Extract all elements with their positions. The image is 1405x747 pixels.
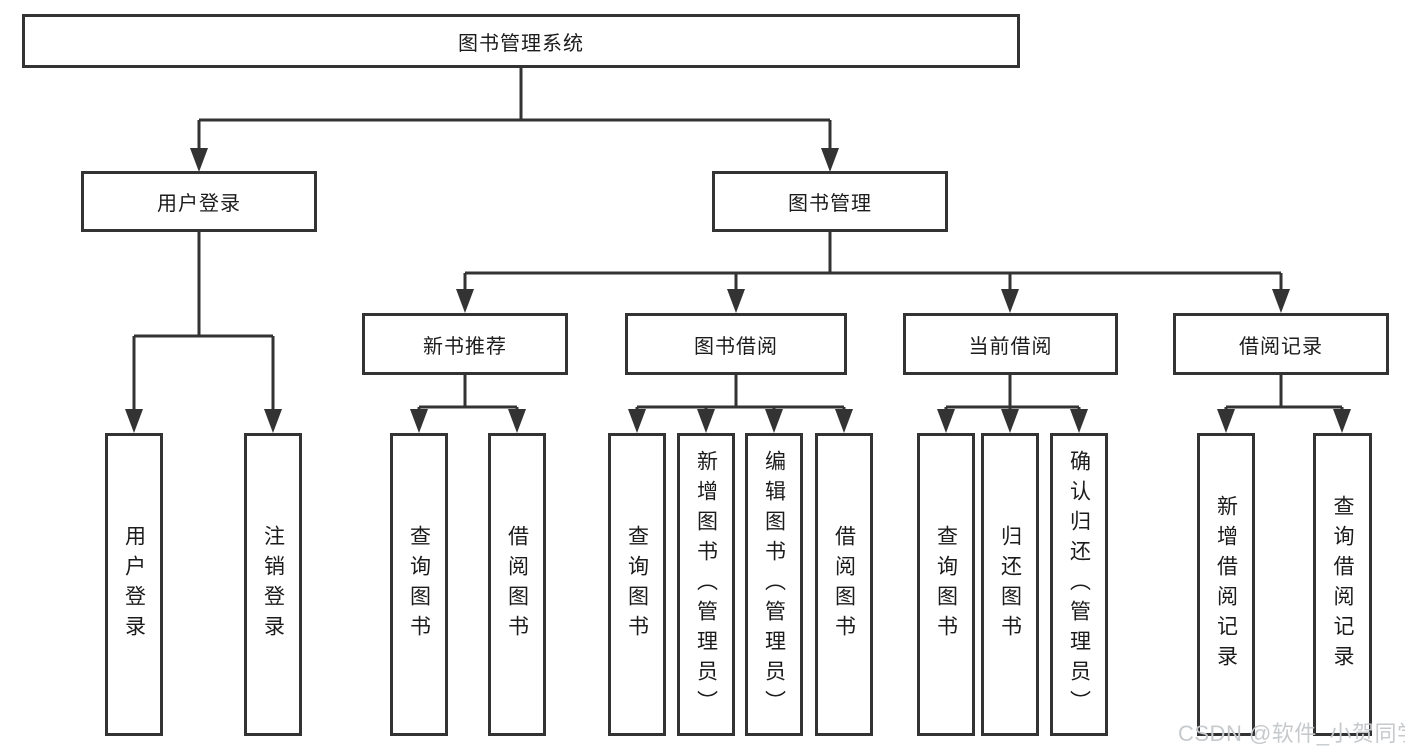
connector-borrowing-to-leaves [635, 375, 846, 412]
leaf-nb-query: 查询图书 [390, 433, 448, 736]
leaf-bb-edit-label: 编辑图书（管理员） [762, 449, 786, 720]
arrowhead-records [1272, 289, 1290, 313]
leaf-bb-query: 查询图书 [608, 433, 666, 736]
leaf-br-add: 新增借阅记录 [1197, 433, 1255, 736]
node-new-books: 新书推荐 [362, 313, 568, 375]
arrowhead-br-query [1333, 409, 1351, 433]
arrowhead-new-books [456, 289, 474, 313]
leaf-user-login-label: 用户登录 [122, 524, 146, 645]
leaf-bb-edit: 编辑图书（管理员） [745, 433, 803, 736]
arrowhead-current [1001, 289, 1019, 313]
arrowhead-book-mgmt [821, 148, 839, 172]
node-new-books-label: 新书推荐 [423, 335, 507, 358]
leaf-bb-add: 新增图书（管理员） [677, 433, 735, 736]
node-root-label: 图书管理系统 [458, 32, 584, 55]
leaf-cb-query: 查询图书 [917, 433, 975, 736]
leaf-br-add-label: 新增借阅记录 [1214, 494, 1238, 675]
leaf-cb-confirm-label: 确认归还（管理员） [1067, 449, 1091, 720]
arrowhead-borrowing [727, 289, 745, 313]
leaf-cb-query-label: 查询图书 [934, 524, 958, 645]
leaf-bb-borrow: 借阅图书 [815, 433, 873, 736]
arrowhead-leaf-logout [264, 409, 282, 433]
arrowhead-user-login [190, 148, 208, 172]
connector-current-to-leaves [944, 375, 1081, 412]
leaf-logout-label: 注销登录 [261, 524, 285, 645]
leaf-nb-query-label: 查询图书 [407, 524, 431, 645]
arrowhead-bb-add [697, 409, 715, 433]
node-user-login: 用户登录 [81, 171, 317, 232]
arrowhead-br-add [1217, 409, 1235, 433]
leaf-logout: 注销登录 [244, 433, 302, 736]
leaf-cb-confirm: 确认归还（管理员） [1050, 433, 1108, 736]
leaf-nb-borrow-label: 借阅图书 [505, 524, 529, 645]
leaf-cb-return-label: 归还图书 [998, 524, 1022, 645]
arrowhead-cb-query [937, 409, 955, 433]
leaf-bb-borrow-label: 借阅图书 [832, 524, 856, 645]
node-borrowing: 图书借阅 [625, 313, 847, 375]
leaf-bb-query-label: 查询图书 [625, 524, 649, 645]
node-root: 图书管理系统 [22, 14, 1020, 68]
leaf-br-query: 查询借阅记录 [1313, 433, 1372, 736]
node-book-mgmt-label: 图书管理 [788, 193, 872, 215]
arrowhead-leaf-login [125, 409, 143, 433]
leaf-bb-add-label: 新增图书（管理员） [694, 449, 718, 720]
csdn-watermark: CSDN @软件_小贺同学 [1178, 721, 1405, 746]
connector-root-to-level2 [197, 68, 832, 150]
arrowhead-bb-query [628, 409, 646, 433]
node-borrowing-label: 图书借阅 [694, 335, 778, 358]
arrowhead-nb-query [410, 409, 428, 433]
leaf-nb-borrow: 借阅图书 [488, 433, 546, 736]
node-current-label: 当前借阅 [968, 335, 1053, 358]
arrowhead-nb-borrow [508, 409, 526, 433]
connector-user-login-to-leaves [132, 232, 275, 412]
node-user-login-label: 用户登录 [157, 193, 241, 215]
leaf-user-login: 用户登录 [105, 433, 163, 736]
arrowhead-bb-borrow [835, 409, 853, 433]
node-current: 当前借阅 [903, 313, 1118, 375]
node-records: 借阅记录 [1173, 313, 1389, 375]
node-book-mgmt: 图书管理 [712, 171, 948, 232]
connector-book-mgmt-to-level3 [463, 232, 1283, 291]
connector-new-books-to-leaves [417, 375, 519, 412]
arrowhead-cb-return [1001, 409, 1019, 433]
leaf-br-query-label: 查询借阅记录 [1331, 494, 1354, 675]
connector-records-to-leaves [1224, 375, 1344, 412]
arrowhead-bb-edit [765, 409, 783, 433]
leaf-cb-return: 归还图书 [981, 433, 1039, 736]
arrowhead-cb-confirm [1070, 409, 1088, 433]
node-records-label: 借阅记录 [1239, 335, 1323, 358]
